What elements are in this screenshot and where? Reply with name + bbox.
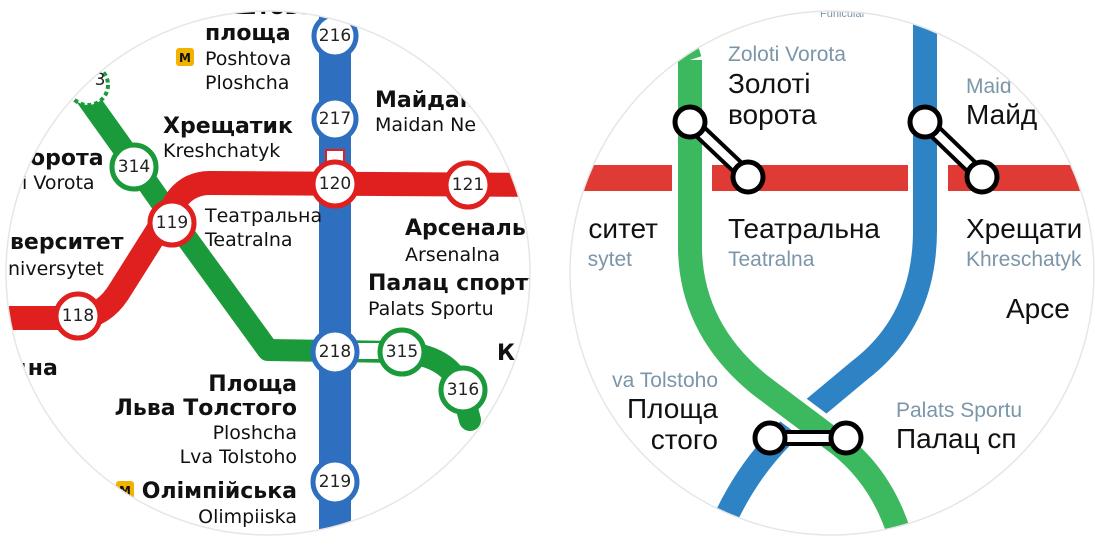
label-poshtova-lat1: Poshtova — [205, 48, 291, 70]
station-315[interactable]: 315 — [377, 327, 427, 377]
station-119[interactable]: 119 — [147, 198, 197, 248]
label-maidan-ua-new: Майд — [966, 99, 1037, 130]
svg-text:315: 315 — [386, 342, 418, 362]
label-palats-lat: Palats Sportu — [368, 298, 494, 320]
svg-text:120: 120 — [319, 174, 351, 194]
transfer-maidan-khreshchatyk[interactable] — [907, 104, 1000, 195]
metro-icon: M — [176, 48, 194, 66]
label-palats-lat-new: Palats Sportu — [896, 399, 1022, 422]
new-map-panel: Funicular Zoloti Vorota Золоті ворота Ma… — [570, 8, 1094, 535]
svg-text:M: M — [179, 51, 191, 65]
label-lva-ua1-new: Площа — [627, 393, 718, 424]
svg-text:218: 218 — [319, 342, 351, 362]
label-klovska-ua: К — [497, 341, 515, 366]
label-khreshchatyk-ua: Хрещатик — [163, 114, 293, 139]
station-219[interactable]: 219 — [310, 457, 360, 507]
label-arsenalna-ua-new: Арсе — [1006, 293, 1070, 324]
station-217[interactable]: 217 — [311, 95, 359, 143]
label-zoloti-lat-new: Zoloti Vorota — [728, 43, 846, 66]
label-zoloti-ua1-new: Золоті — [728, 68, 811, 99]
label-zoloti-ua2-new: ворота — [728, 99, 817, 130]
label-poshtova-lat2: Ploshcha — [205, 72, 289, 94]
label-teatralna-ua-new: Театральна — [728, 213, 880, 244]
svg-text:3: 3 — [95, 70, 106, 90]
transfer-zoloti-teatralna[interactable] — [672, 104, 766, 195]
svg-text:121: 121 — [452, 175, 484, 195]
station-314[interactable]: 314 — [109, 142, 159, 192]
label-zoloti-lat: i Vorota — [22, 172, 95, 194]
label-lva-lat2: Lva Tolstoho — [180, 446, 297, 468]
label-zoloti-ua: орота — [30, 146, 104, 171]
label-poshtova-ua: площа — [205, 21, 291, 46]
label-maidan-lat-new: Maid — [966, 75, 1012, 98]
station-121[interactable]: 121 — [443, 160, 493, 210]
green-line-new — [678, 60, 917, 535]
label-lva-ua1: Площа — [208, 372, 297, 397]
label-maidan-ua: Майдан — [375, 88, 475, 113]
old-map-panel: 216 217 120 121 314 119 118 218 — [6, 0, 542, 535]
label-khreshchatyk-ua-new: Хрещати — [966, 213, 1082, 244]
station-216[interactable]: 216 — [311, 12, 359, 60]
label-teatralna-ua: Театральна — [204, 205, 322, 227]
label-olimpiiska-lat: Olimpiiska — [198, 506, 297, 528]
svg-text:M: M — [119, 484, 131, 498]
label-khreshchatyk-lat: Kreshchatyk — [163, 140, 280, 162]
svg-text:119: 119 — [156, 213, 188, 233]
label-teatralna-lat-new: Teatralna — [728, 248, 815, 271]
label-arsenalna-ua: Арсеналь — [405, 216, 526, 241]
label-vokzalna-ua: дна — [10, 356, 58, 381]
station-118[interactable]: 118 — [53, 291, 103, 341]
label-maidan-lat: Maidan Ne — [375, 114, 476, 136]
label-universytet-lat-new: sytet — [588, 248, 633, 271]
label-teatralna-lat: Teatralna — [204, 229, 293, 251]
label-olimpiiska-ua: Олімпійська — [142, 479, 297, 504]
label-palats-ua: Палац спорту — [368, 271, 542, 296]
label-poshtova-ua-top: Поштова — [200, 0, 314, 20]
transfer-lva-palats[interactable] — [752, 420, 864, 456]
svg-text:316: 316 — [447, 380, 479, 400]
label-universytet-ua: верситет — [10, 230, 124, 255]
svg-text:216: 216 — [319, 26, 351, 46]
label-lva-ua2: Льва Толстого — [115, 396, 297, 421]
label-universytet-ua-new: ситет — [588, 213, 658, 244]
label-lva-ua2-new: стого — [651, 424, 718, 455]
station-218[interactable]: 218 — [310, 327, 360, 377]
svg-text:217: 217 — [319, 109, 351, 129]
svg-text:314: 314 — [118, 157, 150, 177]
label-arsenalna-lat: Arsenalna — [405, 244, 500, 266]
label-lva-lat-new: va Tolstoho — [612, 369, 718, 392]
station-120[interactable]: 120 — [310, 159, 360, 209]
label-universytet-lat: niversytet — [8, 258, 104, 280]
svg-text:118: 118 — [62, 306, 94, 326]
station-316[interactable]: 316 — [438, 365, 488, 415]
label-funicular: Funicular — [820, 8, 866, 20]
label-palats-ua-new: Палац сп — [896, 423, 1017, 454]
svg-text:219: 219 — [319, 472, 351, 492]
label-lva-lat1: Ploshcha — [213, 422, 297, 444]
blue-line-new — [698, 11, 937, 535]
label-khreshchatyk-lat-new: Khreschatyk — [966, 248, 1082, 271]
